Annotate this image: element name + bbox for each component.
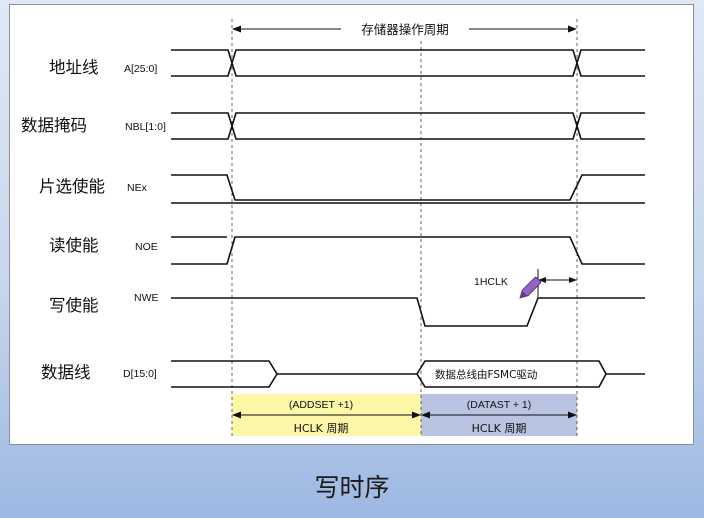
datast-hclk-label: HCLK 周期 [472, 422, 527, 435]
write-enable-label: 写使能 [49, 296, 99, 315]
data-bus-label: 数据线 [41, 363, 91, 382]
one-hclk-label: 1HCLK [474, 276, 508, 288]
write-enable-pin: NWE [134, 292, 159, 304]
chip-select-waveform [171, 174, 645, 201]
byte-mask-waveform [171, 112, 645, 140]
read-enable-label: 读使能 [49, 236, 99, 255]
data-bus-waveform [171, 360, 645, 388]
address-bus-label: 地址线 [49, 58, 99, 77]
one-hclk-dimension: 1HCLK [474, 269, 577, 297]
datast-label: (DATAST + 1) [467, 399, 531, 411]
pen-cursor-icon [519, 276, 542, 299]
addset-dimension: (ADDSET +1) HCLK 周期 [232, 399, 421, 435]
slide-caption: 写时序 [314, 473, 390, 502]
byte-mask-label: 数据掩码 [21, 116, 87, 135]
byte-mask-pin: NBL[1:0] [125, 121, 166, 133]
data-bus-pin: D[15:0] [123, 368, 157, 380]
timing-diagram-panel: 存储器操作周期 地址线 A[25:0] 数据掩码 NBL[1:0] 片选使能 N… [9, 4, 694, 445]
addset-label: (ADDSET +1) [289, 399, 353, 411]
read-enable-pin: NOE [135, 241, 158, 253]
chip-select-pin: NEx [127, 182, 148, 194]
write-enable-waveform [171, 297, 645, 327]
memory-cycle-label: 存储器操作周期 [361, 22, 449, 37]
address-bus-pin: A[25:0] [124, 63, 157, 75]
address-bus-waveform [171, 49, 645, 77]
datast-dimension: (DATAST + 1) HCLK 周期 [421, 399, 577, 435]
data-bus-driven-label: 数据总线由FSMC驱动 [435, 368, 537, 381]
addset-hclk-label: HCLK 周期 [294, 422, 349, 435]
read-enable-waveform [171, 236, 645, 265]
chip-select-label: 片选使能 [39, 177, 105, 196]
timing-diagram: 存储器操作周期 地址线 A[25:0] 数据掩码 NBL[1:0] 片选使能 N… [21, 19, 645, 436]
memory-cycle-dimension: 存储器操作周期 [232, 20, 577, 38]
